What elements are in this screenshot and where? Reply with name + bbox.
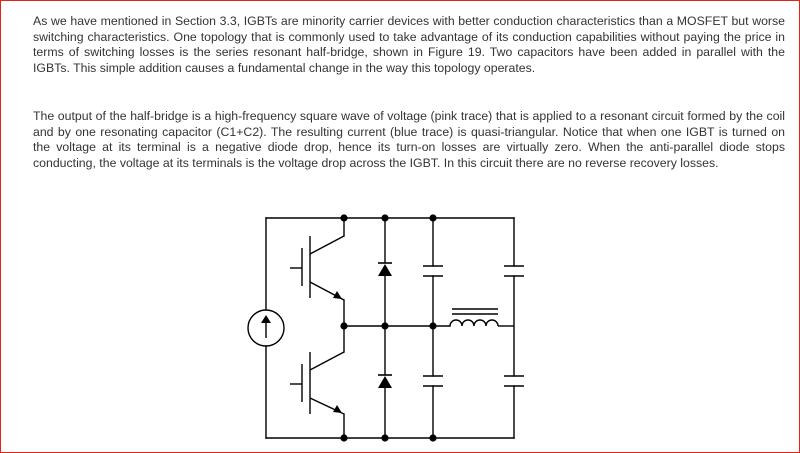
resonant-capacitor-c1-icon [504,265,524,277]
resonant-capacitor-c2-icon [504,375,524,387]
figure-19-series-resonant-half-bridge [238,206,538,453]
paragraph-half-bridge-output: The output of the half-bridge is a high-… [33,109,785,170]
igbt-bottom-icon [290,351,345,415]
circuit-diagram [247,214,524,442]
snubber-capacitor-top-icon [423,265,443,277]
current-source-icon [247,309,285,347]
diode-top-icon [378,262,392,276]
igbt-top-icon [290,235,345,301]
snubber-capacitor-bottom-icon [423,375,443,387]
diode-bottom-icon [378,374,392,388]
junction-dots [340,214,437,442]
resonant-coil-icon [449,308,514,327]
paragraph-igbt-intro: As we have mentioned in Section 3.3, IGB… [33,14,785,75]
